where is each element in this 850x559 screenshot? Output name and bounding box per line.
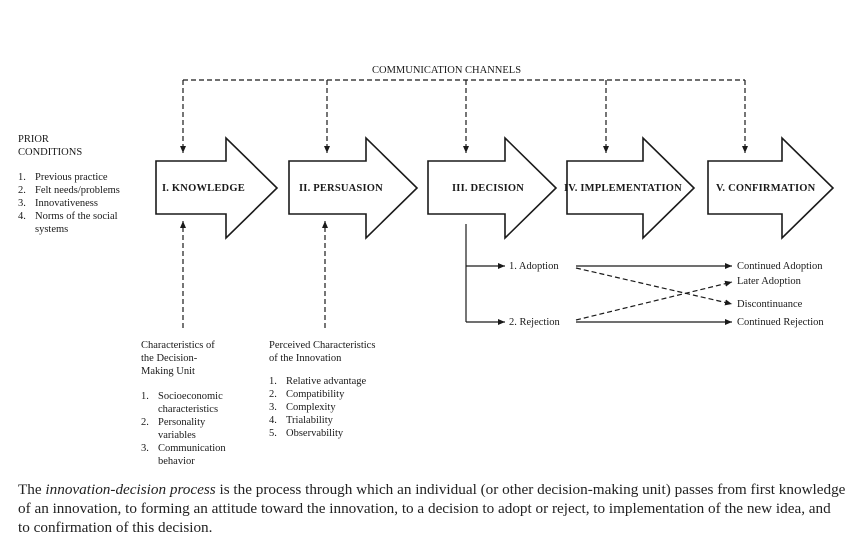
stage-confirmation-label: V. CONFIRMATION xyxy=(716,183,816,194)
channels-bracket xyxy=(180,79,748,153)
prior-conditions-list: 1.Previous practice 2.Felt needs/problem… xyxy=(18,171,120,236)
implementation-arrow xyxy=(566,136,696,240)
list-item: 5.Observability xyxy=(269,428,344,439)
rejection-label: 2. Rejection xyxy=(509,317,560,328)
list-item: 3.Complexity xyxy=(269,402,336,413)
discontinuance-label: Discontinuance xyxy=(737,299,803,310)
persuasion-arrow xyxy=(288,136,419,240)
list-item: 1.Previous practice xyxy=(18,172,108,183)
continued-adoption-label: Continued Adoption xyxy=(737,261,823,272)
innovation-chars-title: Perceived Characteristics xyxy=(269,340,376,351)
list-item: 1.Relative advantage xyxy=(269,376,367,387)
stage-arrows xyxy=(155,136,835,240)
prior-conditions-title-2: CONDITIONS xyxy=(18,147,83,158)
channels-label: COMMUNICATION CHANNELS xyxy=(372,65,522,76)
prior-conditions-title: PRIOR xyxy=(18,134,49,145)
knowledge-arrow xyxy=(155,136,279,240)
confirmation-arrow xyxy=(707,136,835,240)
caption-text: is the process through which an individu… xyxy=(18,481,846,536)
decision-unit-title-2: the Decision- xyxy=(141,353,198,364)
decision-arrow xyxy=(427,136,558,240)
stage-decision-label: III. DECISION xyxy=(452,183,525,194)
diagram-canvas xyxy=(155,79,835,328)
list-item: 2.Felt needs/problems xyxy=(18,185,120,196)
adoption-label: 1. Adoption xyxy=(509,261,559,272)
innovation-chars-list: 1.Relative advantage 2.Compatibility 3.C… xyxy=(269,375,366,440)
continued-rejection-label: Continued Rejection xyxy=(737,317,824,328)
list-item: 3.Innovativeness xyxy=(18,198,98,209)
decision-unit-title-3: Making Unit xyxy=(141,366,195,377)
stage-persuasion-label: II. PERSUASION xyxy=(299,183,383,194)
caption-term: innovation-decision process xyxy=(45,481,216,498)
innovation-chars-title-2: of the Innovation xyxy=(269,353,342,364)
stage-knowledge-label: I. KNOWLEDGE xyxy=(162,183,245,194)
caption-text: The xyxy=(18,481,46,498)
stage-implementation-label: IV. IMPLEMENTATION xyxy=(564,183,682,194)
decision-unit-title: Characteristics of xyxy=(141,340,215,351)
list-item: 4.Trialability xyxy=(269,415,333,426)
list-item: 2.Compatibility xyxy=(269,389,345,400)
figure-caption: The innovation-decision process is the p… xyxy=(18,480,846,537)
later-adoption-label: Later Adoption xyxy=(737,276,801,287)
rejection-to-later-adoption xyxy=(575,280,733,321)
adoption-to-discontinuance xyxy=(575,267,733,306)
